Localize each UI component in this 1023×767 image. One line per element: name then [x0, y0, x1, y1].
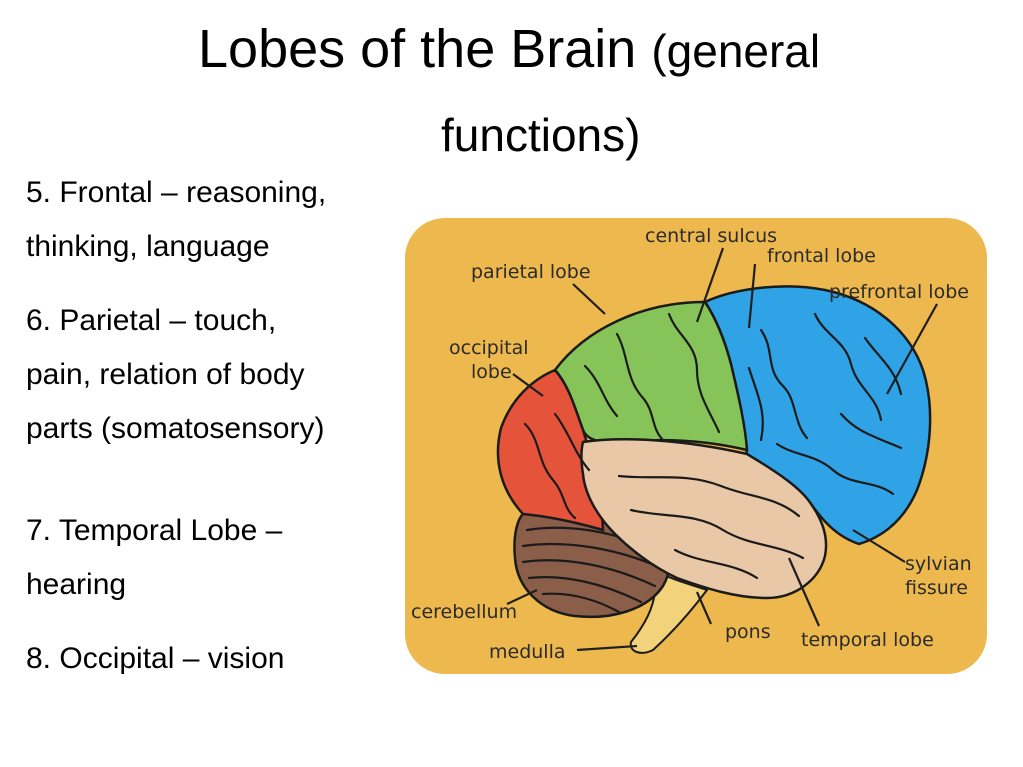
label-sylvian: sylvian [905, 553, 972, 575]
label-cerebellum: cerebellum [411, 601, 517, 623]
bullet-temporal: 7. Temporal Lobe – hearing [26, 504, 416, 612]
temporal-lobe [580, 438, 828, 600]
brain-diagram: central sulcus frontal lobe parietal lob… [405, 218, 987, 674]
bullet-text: 7. Temporal Lobe – [26, 514, 283, 547]
label-temporal-lobe: temporal lobe [801, 629, 934, 651]
label-frontal-lobe: frontal lobe [767, 245, 876, 267]
label-medulla: medulla [489, 641, 566, 663]
bullet-text: 6. Parietal – touch, [26, 304, 277, 337]
bullet-frontal: 5. Frontal – reasoning, thinking, langua… [26, 166, 416, 274]
slide-title: Lobes of the Brain (general [198, 22, 918, 76]
occipital-lobe [496, 368, 605, 532]
bullet-text: 5. Frontal – reasoning, [26, 176, 327, 209]
bullet-text: hearing [26, 568, 127, 601]
bullet-occipital: 8. Occipital – vision [26, 632, 416, 686]
label-pons: pons [725, 621, 771, 643]
diagram-labels: central sulcus frontal lobe parietal lob… [411, 225, 972, 663]
bullet-text: parts (somatosensory) [26, 412, 325, 445]
cerebellum-folds [521, 526, 663, 614]
label-central-sulcus: central sulcus [645, 225, 777, 247]
title-sub: (general [651, 25, 821, 77]
label-parietal-lobe: parietal lobe [471, 261, 591, 283]
brain-folds [523, 312, 903, 580]
bullet-text: 8. Occipital – vision [26, 642, 285, 675]
title-sub-line2: functions) [441, 109, 641, 161]
leader-lines [506, 247, 938, 652]
bullet-text: thinking, language [26, 230, 270, 263]
label-prefrontal-lobe: prefrontal lobe [829, 281, 969, 303]
bullet-list: 5. Frontal – reasoning, thinking, langua… [26, 166, 416, 686]
label-fissure: fissure [905, 577, 968, 599]
bullet-parietal: 6. Parietal – touch, pain, relation of b… [26, 294, 416, 456]
title-main: Lobes of the Brain [198, 19, 637, 79]
brainstem [629, 567, 709, 654]
label-occipital-lobe: lobe [471, 361, 512, 383]
bullet-text: pain, relation of body [26, 358, 305, 391]
label-occipital: occipital [449, 337, 529, 359]
